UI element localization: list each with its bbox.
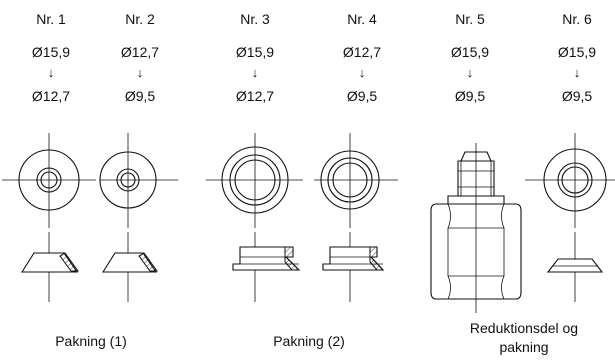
packing-6-drawing <box>525 133 615 302</box>
reduction-arrow-1: ↓ <box>48 65 55 80</box>
part-number-2: Nr. 2 <box>125 11 155 27</box>
column-headers: Nr. 1 Nr. 2 Nr. 3 Nr. 4 Nr. 5 Nr. 6 Ø15,… <box>32 11 596 104</box>
reduction-arrow-6: ↓ <box>574 65 581 80</box>
reduction-arrow-2: ↓ <box>137 65 144 80</box>
to-diameter-2: Ø9,5 <box>125 88 156 104</box>
from-diameter-5: Ø15,9 <box>451 44 489 60</box>
caption-reducer-line-2: pakning <box>499 339 548 355</box>
packing-2-drawing <box>99 133 178 302</box>
to-diameter-3: Ø12,7 <box>236 88 274 104</box>
from-diameter-2: Ø12,7 <box>121 44 159 60</box>
reducer-5-drawing <box>430 143 522 313</box>
from-diameter-4: Ø12,7 <box>343 44 381 60</box>
part-number-1: Nr. 1 <box>36 11 66 27</box>
from-diameter-6: Ø15,9 <box>558 44 596 60</box>
group-captions: Pakning (1) Pakning (2) Reduktionsdel og… <box>55 320 578 355</box>
to-diameter-1: Ø12,7 <box>32 88 70 104</box>
caption-packing-2: Pakning (2) <box>273 333 345 349</box>
to-diameter-4: Ø9,5 <box>347 88 378 104</box>
part-number-3: Nr. 3 <box>240 11 270 27</box>
part-number-4: Nr. 4 <box>347 11 377 27</box>
caption-reducer-line-1: Reduktionsdel og <box>470 320 578 336</box>
part-number-5: Nr. 5 <box>455 11 485 27</box>
reduction-arrow-3: ↓ <box>252 65 259 80</box>
reduction-arrow-5: ↓ <box>467 65 474 80</box>
from-diameter-1: Ø15,9 <box>32 44 70 60</box>
caption-packing-1: Pakning (1) <box>55 333 127 349</box>
packing-3-drawing <box>206 133 303 302</box>
part-number-6: Nr. 6 <box>562 11 592 27</box>
packing-1-drawing <box>2 133 96 302</box>
reduction-arrow-4: ↓ <box>359 65 366 80</box>
to-diameter-6: Ø9,5 <box>562 88 593 104</box>
to-diameter-5: Ø9,5 <box>455 88 486 104</box>
from-diameter-3: Ø15,9 <box>236 44 274 60</box>
packing-4-drawing <box>314 133 398 302</box>
